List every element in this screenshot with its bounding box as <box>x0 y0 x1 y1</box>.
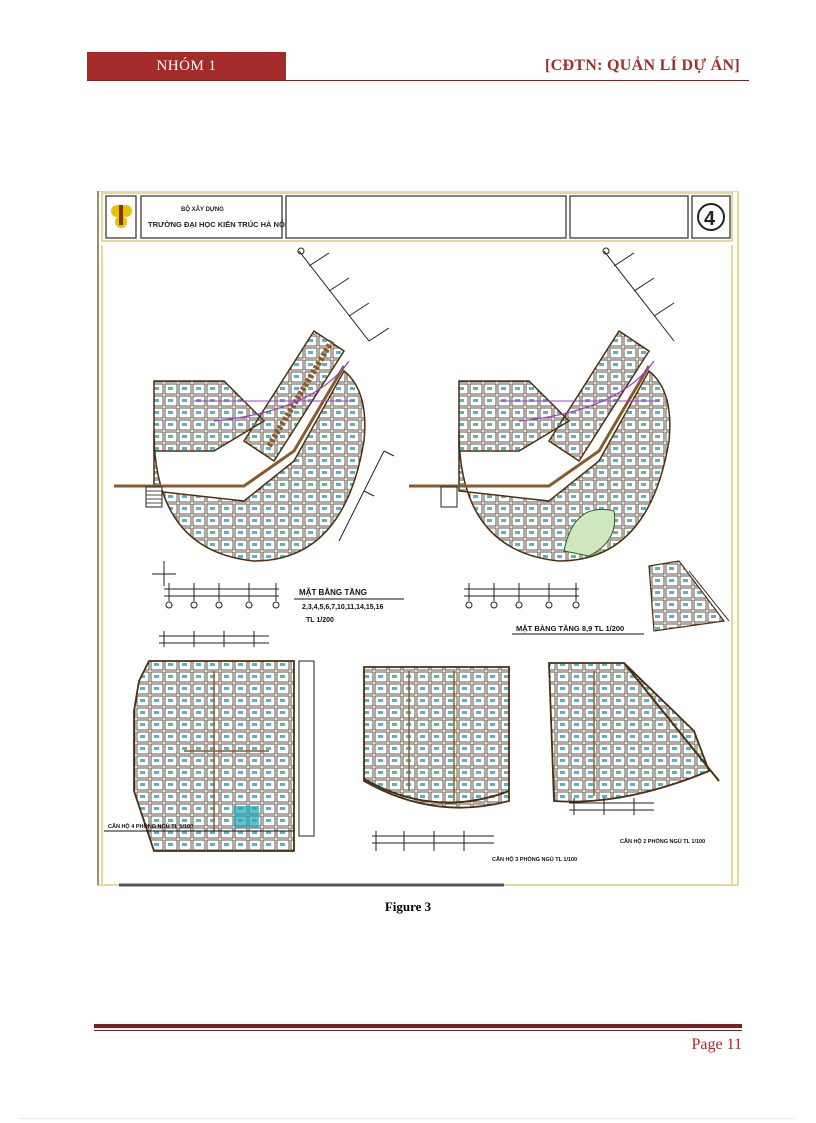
unit-plan-4-bedroom: CĂN HỘ 4 PHÒNG NGỦ TL 1/100 <box>104 631 315 852</box>
unit-3bed-label: CĂN HỘ 3 PHÒNG NGỦ TL 1/100 <box>492 855 577 863</box>
unit-plan-2-bedroom: CĂN HỘ 2 PHÒNG NGỦ TL 1/100 <box>548 662 720 845</box>
footer-rule-thick <box>94 1024 742 1028</box>
unit-plan-3-bedroom: CĂN HỘ 3 PHÒNG NGỦ TL 1/100 <box>363 666 577 863</box>
architectural-drawing-figure: BỘ XÂY DỰNG TRƯỜNG ĐẠI HỌC KIẾN TRÚC HÀ … <box>94 190 740 888</box>
title-block: BỘ XÂY DỰNG TRƯỜNG ĐẠI HỌC KIẾN TRÚC HÀ … <box>101 192 733 242</box>
sheet-number: 4 <box>704 208 716 230</box>
school-label: TRƯỜNG ĐẠI HỌC KIẾN TRÚC HÀ NỘI <box>148 219 287 229</box>
page-number: Page 11 <box>691 1036 742 1053</box>
plan-1-title: MẶT BẰNG TẦNG <box>299 587 367 597</box>
ministry-label: BỘ XÂY DỰNG <box>181 205 224 213</box>
header-rule <box>87 80 749 81</box>
header-group-tab: NHÓM 1 <box>87 52 286 81</box>
plan-1-floors: 2,3,4,5,6,7,10,11,14,15,16 <box>302 604 383 611</box>
north-arrow-icon <box>152 561 176 586</box>
floor-plan-right <box>409 247 730 632</box>
unit-2bed-label: CĂN HỘ 2 PHÒNG NGỦ TL 1/100 <box>620 837 705 845</box>
plan-1-scale: TL 1/200 <box>306 617 334 624</box>
footer-rule-thin <box>94 1030 742 1031</box>
page-bottom-border <box>20 1118 796 1119</box>
unit-4bed-label: CĂN HỘ 4 PHÒNG NGỦ TL 1/100 <box>108 822 193 830</box>
school-logo-icon <box>111 205 132 228</box>
floor-plan-left: MẶT BẰNG TẦNG 2,3,4,5,6,7,10,11,14,15,16… <box>114 247 404 624</box>
figure-caption: Figure 3 <box>384 899 432 914</box>
header-project-title: [CĐTN: QUẢN LÍ DỰ ÁN] <box>544 57 740 74</box>
plan-2-title: MẶT BẰNG TẦNG 8,9 TL 1/200 <box>516 623 624 633</box>
